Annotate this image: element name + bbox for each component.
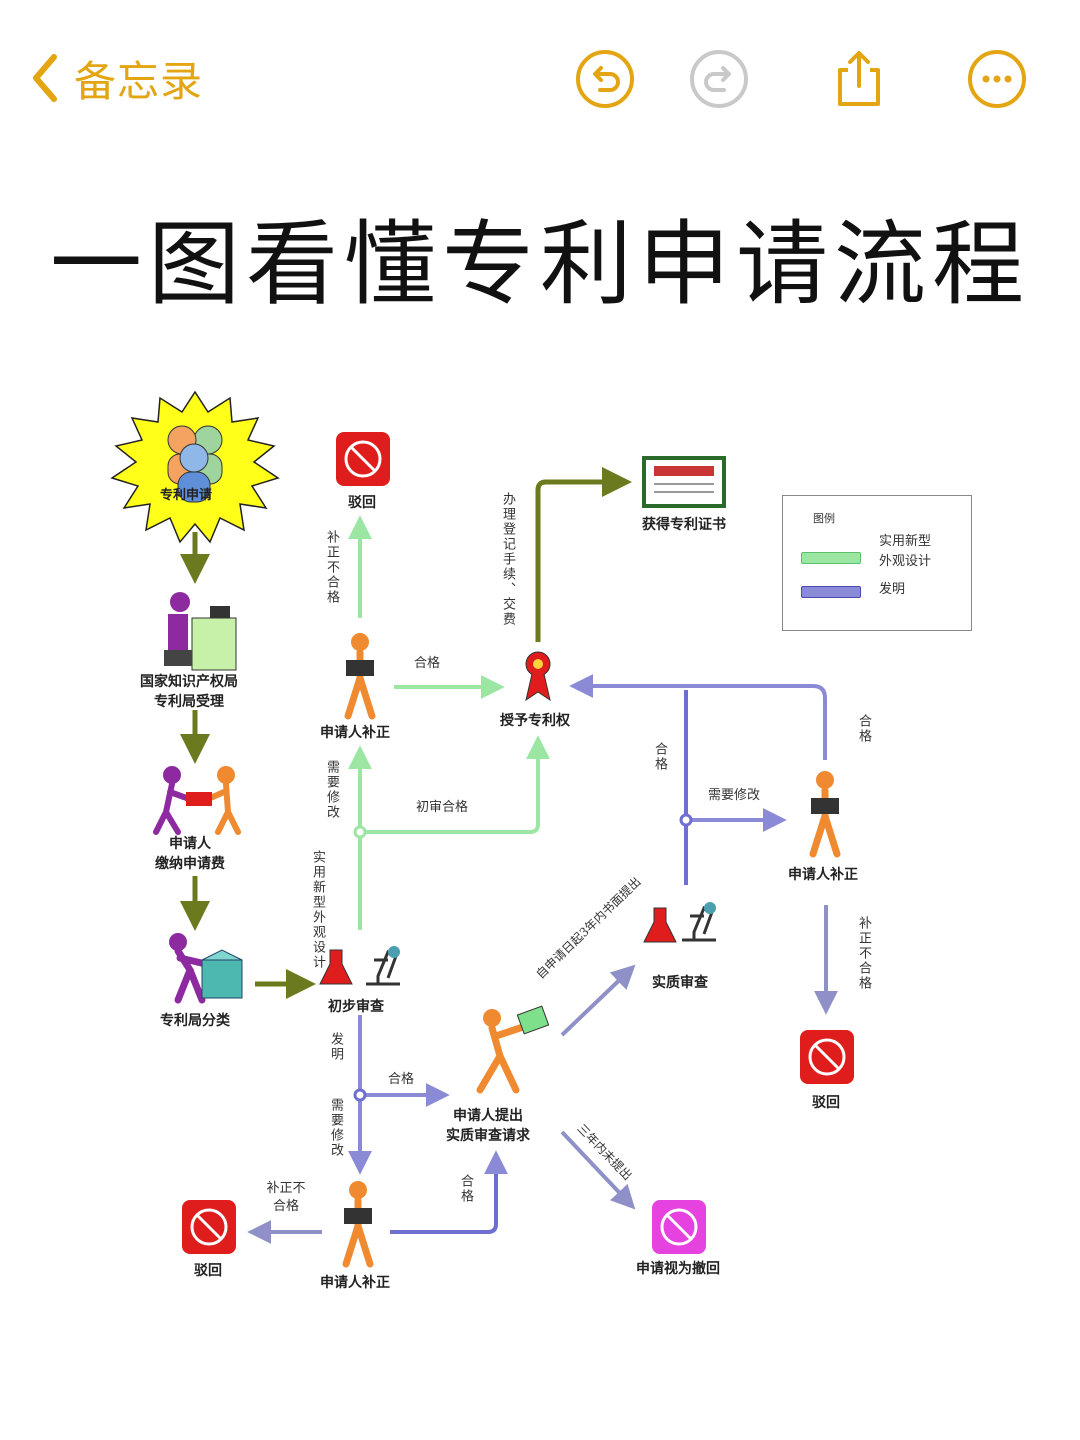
applicant-figure-icon — [344, 633, 376, 720]
edge-supp-fail-top: 补正不合格 — [324, 530, 339, 605]
edge-need-mod-bottom: 需要修改 — [328, 1098, 343, 1158]
main-flow-lines — [180, 467, 632, 999]
undo-icon — [576, 50, 634, 108]
utility-design-lines — [348, 515, 550, 930]
edge-need-mod-substantive: 需要修改 — [708, 788, 761, 803]
edge-pass-substantive: 合格 — [652, 742, 667, 772]
edge-need-mod-top: 需要修改 — [324, 760, 339, 820]
applicant-figure-icon — [342, 1181, 374, 1268]
more-icon — [968, 50, 1026, 108]
edge-supp-fail-bottom: 补正不合格 — [266, 1181, 306, 1214]
applicant-request-icon — [476, 1005, 550, 1094]
edge-prelim-pass: 初审合格 — [416, 800, 469, 815]
node-substantive: 实质审查 — [652, 975, 708, 991]
node-grant: 授予专利权 — [500, 713, 570, 729]
node-reject-right: 驳回 — [812, 1095, 840, 1111]
node-accept: 国家知识产权局 专利局受理 — [140, 674, 238, 710]
node-request: 申请人提出 实质审查请求 — [446, 1108, 530, 1144]
lab-flask-microscope-icon — [643, 902, 716, 943]
flow-connectors — [110, 390, 854, 1268]
box-carrier-icon — [169, 933, 243, 1004]
redo-button[interactable] — [688, 48, 750, 110]
share-button[interactable] — [828, 48, 890, 110]
award-ribbon-icon — [525, 651, 551, 702]
node-cert: 获得专利证书 — [642, 517, 726, 533]
edge-utility-design: 实用新型外观设计 — [310, 850, 325, 970]
edge-supp-fail-right: 补正不合格 — [856, 916, 871, 991]
legend: 图例 实用新型 外观设计 发明 — [782, 495, 972, 631]
back-button[interactable]: 备忘录 — [30, 48, 203, 108]
edge-invention: 发明 — [328, 1032, 343, 1062]
node-apply: 专利申请 — [160, 488, 213, 503]
reject-icon — [182, 1200, 236, 1254]
reject-icon — [800, 1030, 854, 1084]
node-supp-top: 申请人补正 — [320, 725, 390, 741]
edge-pass-right: 合格 — [856, 714, 871, 744]
edge-register: 办理登记手续、交费 — [500, 492, 515, 627]
redo-icon — [690, 50, 748, 108]
share-icon — [838, 51, 880, 106]
edge-pass-top: 合格 — [414, 656, 441, 671]
legend-title: 图例 — [813, 512, 835, 525]
node-supp-bottom: 申请人补正 — [320, 1275, 390, 1291]
top-bar: 备忘录 — [0, 0, 1080, 160]
reject-icon — [336, 432, 390, 486]
legend-invention-swatch — [801, 586, 861, 598]
node-pay: 申请人 缴纳申请费 — [155, 836, 225, 872]
page-title: 一图看懂专利申请流程 — [49, 211, 1030, 318]
edge-pass-invention: 合格 — [388, 1072, 415, 1087]
node-prelim: 初步审查 — [328, 999, 384, 1015]
legend-utility-design-swatch — [801, 552, 861, 564]
lab-flask-microscope-icon — [319, 946, 400, 986]
applicant-figure-icon — [809, 771, 841, 858]
office-clerk-icon — [164, 592, 237, 671]
more-button[interactable] — [966, 48, 1028, 110]
node-classify: 专利局分类 — [160, 1013, 230, 1029]
certificate-icon — [642, 456, 726, 508]
patent-flow-diagram: 专利申请 国家知识产权局 专利局受理 申请人 缴纳申请费 专利局分类 初步审查 … — [60, 380, 1020, 1340]
edge-pass-bottom: 合格 — [458, 1174, 473, 1204]
withdrawn-icon — [652, 1200, 706, 1254]
fee-handover-icon — [153, 766, 241, 835]
node-supp-right: 申请人补正 — [788, 867, 858, 883]
undo-button[interactable] — [574, 48, 636, 110]
back-label: 备忘录 — [74, 56, 204, 106]
legend-invention-label: 发明 — [879, 582, 906, 597]
invention-lines — [247, 674, 838, 1244]
legend-utility-design-label: 实用新型 外观设计 — [879, 534, 932, 569]
node-withdrawn: 申请视为撤回 — [636, 1261, 720, 1277]
node-reject-top: 驳回 — [348, 495, 376, 511]
node-reject-bottom: 驳回 — [194, 1263, 222, 1279]
apply-starburst-icon — [110, 390, 280, 544]
chevron-left-icon — [33, 54, 57, 102]
